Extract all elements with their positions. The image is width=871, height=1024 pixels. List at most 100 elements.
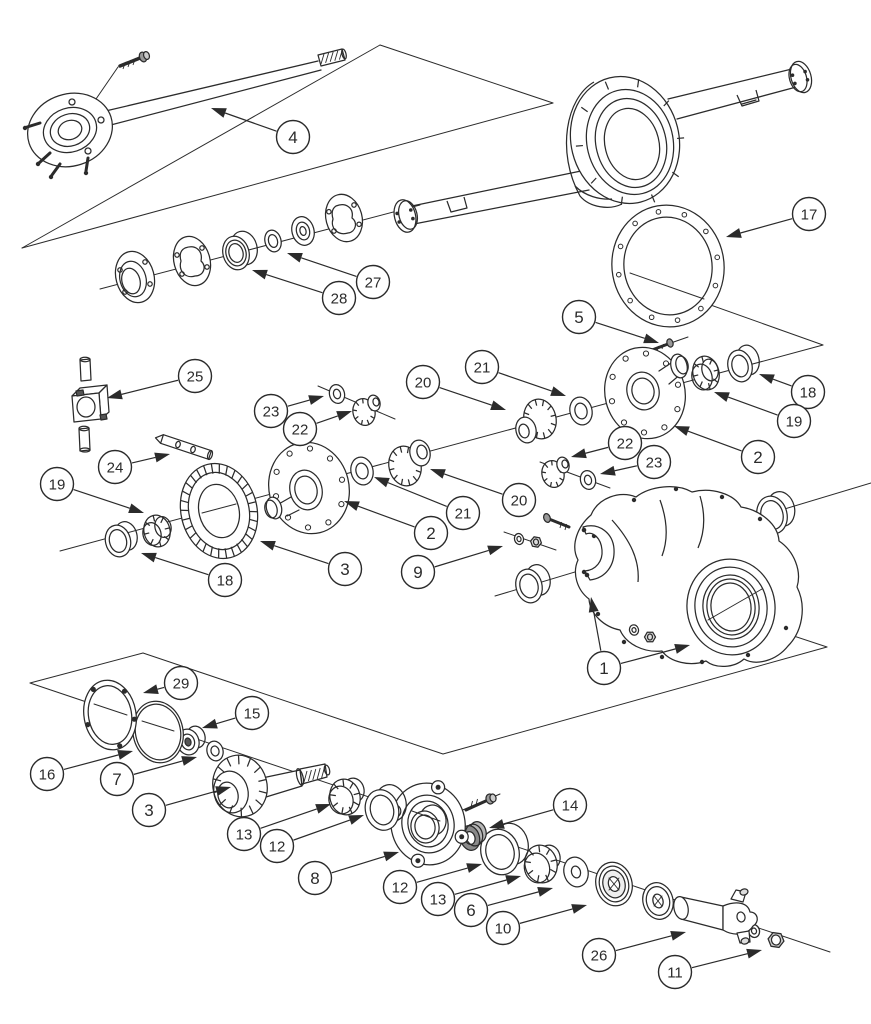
callout-arrowhead: [211, 108, 227, 118]
callout-number: 3: [340, 560, 349, 579]
callout-arrowhead: [490, 400, 506, 410]
callout-leader-line: [121, 379, 179, 395]
callout-balloon-circle: [253, 393, 289, 429]
bearing-race-front: [480, 822, 529, 876]
callout-balloon-circle: [607, 425, 643, 461]
carrier-stud-nuts: [628, 624, 657, 643]
callout-arrowhead: [215, 786, 231, 796]
callout-balloon-circle: [131, 792, 167, 828]
callout-leader-line: [216, 717, 236, 725]
callout-leader-line: [260, 808, 318, 829]
housing-cover-gasket: [611, 204, 725, 328]
callout-balloon-circle: [327, 551, 363, 587]
callout-balloon-circle: [413, 515, 449, 551]
callout-arrowhead: [746, 948, 762, 959]
callout-arrowhead: [154, 452, 170, 463]
callout-number: 17: [801, 206, 818, 223]
callout-arrowhead: [344, 501, 360, 511]
callout-balloon-circle: [163, 665, 199, 701]
callout-number: 3: [144, 801, 153, 820]
callout-number: 27: [365, 274, 382, 291]
callout-number: 22: [292, 421, 309, 438]
pinion-yoke: [673, 888, 758, 945]
callout-arrowhead: [107, 389, 123, 400]
callout-leader-line: [165, 790, 217, 806]
callout-arrowhead: [505, 875, 521, 885]
callout-balloon-circle: [464, 349, 500, 385]
adjuster-lock-fasteners: [513, 532, 543, 548]
callout-balloon-circle: [552, 787, 588, 823]
callout-11: 11: [657, 948, 762, 990]
retainer-gasket-plate: [172, 235, 212, 287]
callout-arrowhead: [670, 930, 686, 941]
callout-number: 23: [263, 403, 280, 420]
callout-22: 22: [571, 425, 643, 461]
callout-number: 12: [392, 879, 409, 896]
callout-18: 18: [759, 374, 826, 410]
pinion-thrust-washer-upper: [328, 383, 346, 405]
callout-number: 29: [173, 675, 190, 692]
callout-2: 2: [674, 426, 776, 475]
callout-balloon-circle: [382, 869, 418, 905]
callout-4: 4: [211, 108, 311, 155]
callout-leader-line: [519, 908, 573, 924]
callout-6: 6: [453, 887, 553, 928]
pinion-thrust-washer-lower: [579, 469, 597, 491]
callout-number: 2: [753, 448, 762, 467]
callout-arrowhead: [181, 756, 197, 766]
callout-number: 13: [430, 891, 447, 908]
callout-balloon-circle: [561, 299, 597, 335]
callout-balloon-circle: [297, 860, 333, 896]
callout-leader-line: [293, 819, 351, 841]
callout-arrowhead: [348, 815, 364, 825]
callout-23: 23: [600, 444, 672, 480]
pinion-bearing-rear: [328, 777, 365, 816]
callout-19: 19: [39, 466, 144, 513]
callout-balloon-circle: [445, 495, 481, 531]
callout-number: 8: [310, 869, 319, 888]
bearing-cap: [581, 525, 615, 581]
callout-27: 27: [287, 253, 391, 300]
callout-arrowhead: [117, 750, 133, 760]
callout-balloon-circle: [226, 816, 262, 852]
pinion-bearing-retainer: [387, 780, 469, 868]
callout-number: 7: [112, 770, 121, 789]
diff-case-half-right: [603, 346, 689, 440]
callout-29: 29: [143, 665, 199, 701]
callout-13: 13: [226, 804, 331, 852]
callout-arrowhead: [489, 819, 505, 829]
callout-number: 18: [217, 572, 234, 589]
callout-10: 10: [485, 904, 587, 946]
callout-balloon-circle: [791, 196, 827, 232]
callout-leader-line: [287, 399, 310, 407]
pinion-nut: [767, 931, 785, 949]
callout-leader-line: [772, 378, 792, 387]
callout-balloon-circle: [581, 937, 617, 973]
bearing-cap-bolt: [542, 513, 571, 531]
callout-number: 16: [39, 766, 56, 783]
callout-number: 10: [495, 920, 512, 937]
drive-pinion: [212, 754, 331, 818]
callout-leader-line: [157, 686, 165, 690]
callout-leader-line: [63, 754, 119, 771]
spider-pinion-upper: [352, 394, 381, 426]
brake-backing-cup-plate: [114, 250, 156, 304]
callout-balloon-circle: [29, 756, 65, 792]
callout-arrowhead: [315, 804, 331, 814]
diff-case-half-left: [264, 441, 351, 535]
parts-artwork: [22, 48, 813, 949]
callout-leader-line: [615, 935, 672, 952]
callout-balloon-circle: [501, 482, 537, 518]
callout-balloon-circle: [586, 650, 622, 686]
axle-wheel-bearing: [222, 230, 258, 271]
callout-arrowhead: [674, 644, 690, 654]
callout-number: 23: [646, 454, 663, 471]
callout-23: 23: [253, 393, 324, 429]
callout-leader-line: [266, 274, 323, 294]
callout-22: 22: [282, 411, 352, 447]
callout-3: 3: [131, 786, 231, 828]
callout-arrowhead: [336, 411, 352, 421]
pinion-shim-washer: [563, 856, 589, 888]
callout-leader-line: [740, 218, 793, 234]
